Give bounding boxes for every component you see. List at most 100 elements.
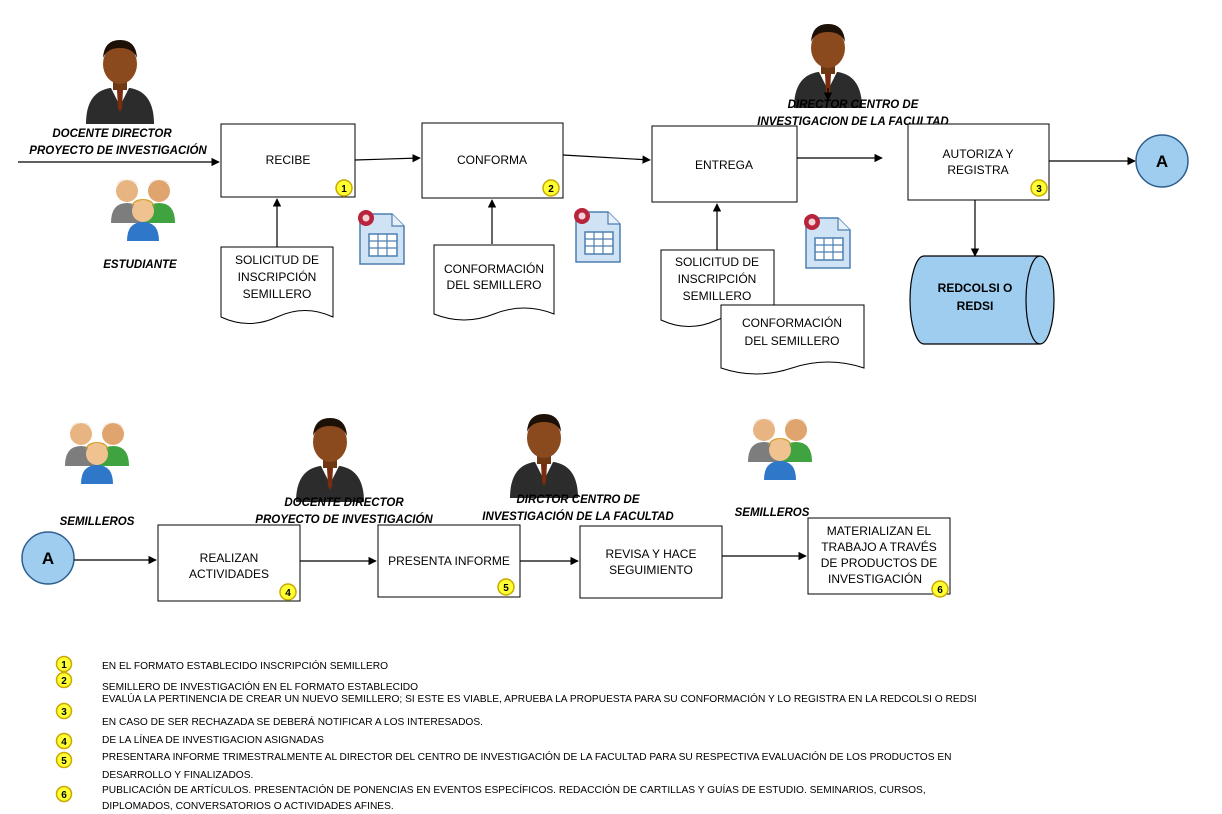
spreadsheet-icon-2 bbox=[573, 207, 621, 263]
note-badge-1 bbox=[55, 655, 73, 673]
revisa-label-line1: REVISA Y HACE bbox=[606, 547, 697, 561]
svg-text:5: 5 bbox=[503, 583, 509, 594]
database-label-line1: REDCOLSI O bbox=[938, 281, 1013, 295]
note-6-text-line2: DIPLOMADOS, CONVERSATORIOS O ACTIVIDADES… bbox=[102, 801, 394, 812]
step-badge-4: 4 bbox=[279, 583, 297, 601]
doc-solicitud-1-line3: SEMILLERO bbox=[243, 287, 312, 301]
note-3: 3 EVALÚA LA PERTINENCIA DE CREAR UN NUEV… bbox=[55, 692, 977, 728]
role-semilleros-right: SEMILLEROS bbox=[735, 507, 810, 519]
note-badge-3 bbox=[55, 702, 73, 720]
role-estudiante: ESTUDIANTE bbox=[103, 259, 177, 271]
svg-text:1: 1 bbox=[61, 660, 67, 671]
svg-text:4: 4 bbox=[61, 737, 67, 748]
note-2-text: SEMILLERO DE INVESTIGACIÓN EN EL FORMATO… bbox=[102, 680, 418, 693]
revisa-label-line2: SEGUIMIENTO bbox=[609, 563, 693, 577]
materializan-label-line3: DE PRODUCTOS DE bbox=[821, 556, 937, 570]
role-docente-top-line1: DOCENTE DIRECTOR bbox=[52, 128, 172, 140]
semilleros-left-group-icon bbox=[65, 422, 129, 484]
role-docente-bottom-line1: DOCENTE DIRECTOR bbox=[284, 497, 404, 509]
note-badge-6 bbox=[55, 785, 73, 803]
doc-conformacion-2-line2: DEL SEMILLERO bbox=[745, 334, 840, 348]
doc-solicitud-1 bbox=[220, 246, 334, 324]
spreadsheet-icon-1 bbox=[357, 209, 405, 265]
note-5: 5 PRESENTARA INFORME TRIMESTRALMENTE AL … bbox=[55, 750, 952, 781]
note-2: 2 SEMILLERO DE INVESTIGACIÓN EN EL FORMA… bbox=[55, 671, 418, 693]
doc-conformacion-1 bbox=[433, 244, 555, 321]
materializan-label-line1: MATERIALIZAN EL bbox=[827, 524, 932, 538]
role-director-top-line2: INVESTIGACION DE LA FACULTAD bbox=[757, 116, 948, 128]
presenta-label: PRESENTA INFORME bbox=[388, 554, 510, 568]
role-director-bottom-line1: DIRCTOR CENTRO DE bbox=[516, 494, 639, 506]
step-badge-3: 3 bbox=[1030, 179, 1048, 197]
svg-text:3: 3 bbox=[61, 707, 67, 718]
autoriza-label-line1: AUTORIZA Y bbox=[943, 147, 1014, 161]
doc-conformacion-1-line1: CONFORMACIÓN bbox=[444, 261, 544, 276]
doc-solicitud-2-line3: SEMILLERO bbox=[683, 289, 752, 303]
step-badge-2: 2 bbox=[542, 179, 560, 197]
arrow-conforma-entrega bbox=[562, 154, 651, 164]
svg-text:1: 1 bbox=[341, 184, 347, 195]
note-1: 1 EN EL FORMATO ESTABLECIDO INSCRIPCIÓN … bbox=[55, 655, 388, 673]
note-badge-5 bbox=[55, 751, 73, 769]
connector-a-bottom-label: A bbox=[42, 549, 54, 568]
spreadsheet-icon-3 bbox=[803, 213, 851, 269]
process-box-realizan bbox=[157, 524, 301, 602]
role-semilleros-left: SEMILLEROS bbox=[60, 516, 135, 528]
note-badge-2 bbox=[55, 671, 73, 689]
process-box-revisa bbox=[579, 525, 723, 599]
process-box-presenta bbox=[377, 524, 521, 598]
note-3-text-line2: EN CASO DE SER RECHAZADA SE DEBERÁ NOTIF… bbox=[102, 715, 483, 728]
connector-a-top bbox=[1135, 134, 1189, 188]
process-box-materializan bbox=[807, 517, 951, 595]
note-4: 4 DE LA LÍNEA DE INVESTIGACION ASIGNADAS bbox=[55, 732, 324, 750]
svg-text:5: 5 bbox=[61, 756, 67, 767]
role-director-bottom-line2: INVESTIGACIÓN DE LA FACULTAD bbox=[482, 510, 673, 523]
materializan-label-line2: TRABAJO A TRAVÉS bbox=[821, 539, 937, 554]
doc-solicitud-2-line1: SOLICITUD DE bbox=[675, 255, 759, 269]
semilleros-right-group-icon bbox=[748, 418, 812, 480]
note-6: 6 PUBLICACIÓN DE ARTÍCULOS. PRESENTACIÓN… bbox=[55, 783, 926, 812]
process-box-autoriza bbox=[907, 123, 1050, 201]
doc-solicitud-1-line2: INSCRIPCIÓN bbox=[238, 269, 317, 284]
role-docente-bottom-line2: PROYECTO DE INVESTIGACIÓN bbox=[255, 513, 433, 526]
doc-conformacion-1-line2: DEL SEMILLERO bbox=[447, 278, 542, 292]
role-docente-top-line2: PROYECTO DE INVESTIGACIÓN bbox=[29, 144, 207, 157]
director-centro-bottom-icon bbox=[510, 414, 578, 498]
svg-text:3: 3 bbox=[1036, 184, 1042, 195]
note-5-text-line2: DESARROLLO Y FINALIZADOS. bbox=[102, 770, 253, 781]
docente-director-icon bbox=[86, 40, 154, 124]
svg-text:4: 4 bbox=[285, 588, 291, 599]
note-4-text: DE LA LÍNEA DE INVESTIGACION ASIGNADAS bbox=[102, 733, 324, 746]
doc-solicitud-2-line2: INSCRIPCIÓN bbox=[678, 271, 757, 286]
docente-director-bottom-icon bbox=[296, 418, 364, 502]
step-badge-5: 5 bbox=[497, 578, 515, 596]
process-box-recibe bbox=[220, 123, 356, 198]
note-1-text: EN EL FORMATO ESTABLECIDO INSCRIPCIÓN SE… bbox=[102, 659, 388, 672]
realizan-label-line1: REALIZAN bbox=[200, 551, 259, 565]
estudiante-group-icon bbox=[111, 179, 175, 241]
autoriza-label-line2: REGISTRA bbox=[947, 163, 1008, 177]
database-edge bbox=[1025, 255, 1041, 345]
doc-solicitud-1-line1: SOLICITUD DE bbox=[235, 253, 319, 267]
materializan-label-line4: INVESTIGACIÓN bbox=[828, 571, 922, 586]
process-box-conforma bbox=[421, 122, 564, 199]
note-6-text-line1: PUBLICACIÓN DE ARTÍCULOS. PRESENTACIÓN D… bbox=[102, 783, 926, 796]
step-badge-1: 1 bbox=[335, 179, 353, 197]
recibe-label: RECIBE bbox=[266, 153, 311, 167]
svg-text:6: 6 bbox=[61, 790, 67, 801]
note-5-text-line1: PRESENTARA INFORME TRIMESTRALMENTE AL DI… bbox=[102, 750, 952, 763]
realizan-label-line2: ACTIVIDADES bbox=[189, 567, 269, 581]
connector-a-bottom bbox=[21, 531, 75, 585]
entrega-label: ENTREGA bbox=[695, 158, 753, 172]
doc-conformacion-2-line1: CONFORMACIÓN bbox=[742, 315, 842, 330]
connector-a-top-label: A bbox=[1156, 152, 1168, 171]
svg-text:6: 6 bbox=[937, 585, 943, 596]
note-3-text-line1: EVALÚA LA PERTINENCIA DE CREAR UN NUEVO … bbox=[102, 692, 977, 705]
process-box-entrega bbox=[651, 125, 798, 203]
svg-text:2: 2 bbox=[548, 184, 554, 195]
conforma-label: CONFORMA bbox=[457, 153, 527, 167]
role-director-top-line1: DIRECTOR CENTRO DE bbox=[788, 99, 919, 111]
svg-text:2: 2 bbox=[61, 676, 67, 687]
doc-conformacion-2 bbox=[720, 304, 865, 375]
